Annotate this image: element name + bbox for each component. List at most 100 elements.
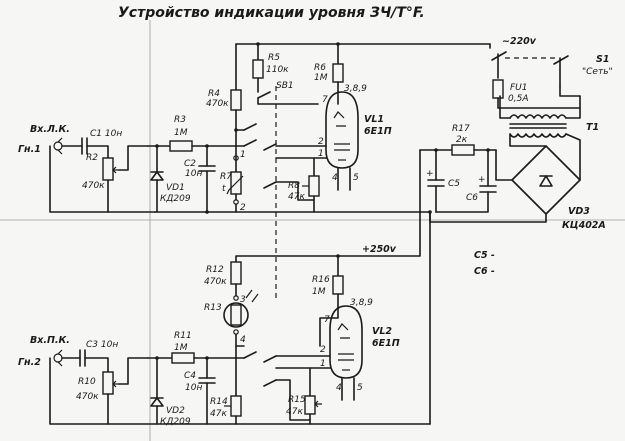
- vd2-value: КД209: [160, 417, 191, 427]
- r2-wiper-arrow: [112, 166, 119, 174]
- svg-text:5: 5: [357, 383, 363, 393]
- svg-text:1: 1: [240, 150, 246, 160]
- vd1-ref: VD1: [166, 183, 185, 193]
- svg-text:3: 3: [240, 295, 246, 305]
- c4-value: 10н: [185, 383, 202, 393]
- r14-ref: R14: [210, 397, 228, 407]
- vd1-value: КД209: [160, 194, 191, 204]
- r17-value: 2к: [456, 135, 468, 145]
- note-c6: C6 -: [474, 266, 495, 277]
- r2-ref: R2: [86, 153, 98, 163]
- note-c5: C5 -: [474, 250, 495, 261]
- svg-text:1: 1: [318, 149, 324, 159]
- tuning-indicator-tube-vl2: [329, 305, 363, 379]
- svg-text:2: 2: [320, 345, 326, 355]
- capacitor-c5: [427, 179, 445, 187]
- tuning-indicator-tube-vl1: [325, 91, 359, 169]
- svg-text:+: +: [478, 175, 486, 185]
- capacitor-c6: [479, 185, 497, 193]
- photoresistor-r13: [223, 302, 249, 328]
- right-input-label: Вх.П.К.: [30, 335, 70, 346]
- mains-label: ~220v: [502, 36, 537, 47]
- r2-value: 470к: [82, 181, 105, 191]
- socket-1-label: Гн.1: [18, 144, 41, 155]
- r11-value: 1М: [174, 343, 188, 353]
- r10-ref: R10: [78, 377, 96, 387]
- vl1-ref: VL1: [364, 114, 384, 125]
- left-input-socket: [53, 137, 63, 155]
- resistor-r12: [230, 261, 242, 285]
- r16-value: 1М: [312, 287, 326, 297]
- vl2-value: 6Е1П: [372, 338, 400, 349]
- r7-value: t: [222, 184, 226, 194]
- r3-value: 1М: [174, 128, 188, 138]
- c4-ref: C4: [184, 371, 196, 381]
- sb1-label: SB1: [276, 81, 294, 91]
- resistor-r10: [102, 371, 114, 395]
- c6-ref: C6: [466, 193, 478, 203]
- resistor-r11: [171, 352, 195, 364]
- resistor-r3: [169, 140, 193, 152]
- r16-ref: R16: [312, 275, 330, 285]
- c2-ref: C2: [184, 159, 196, 169]
- resistor-r2: [102, 157, 114, 181]
- r15-ref: R15: [288, 395, 306, 405]
- svg-text:7: 7: [322, 95, 328, 105]
- svg-text:1: 1: [320, 359, 326, 369]
- s1-value: "Сеть": [582, 67, 613, 77]
- r14-value: 47к: [210, 409, 227, 419]
- r17-ref: R17: [452, 124, 470, 134]
- c3-label: C3 10н: [86, 340, 118, 350]
- r5-value: 110к: [266, 65, 289, 75]
- fu1-value: 0,5А: [508, 94, 528, 104]
- r15-value: 47к: [286, 407, 303, 417]
- resistor-r6: [332, 63, 344, 83]
- light-arrows-icon: [245, 289, 259, 303]
- vl2-ref: VL2: [372, 326, 392, 337]
- svg-text:5: 5: [353, 173, 359, 183]
- c1-label: C1 10н: [90, 129, 122, 139]
- r8-value: 47к: [288, 192, 305, 202]
- diode-vd1: [150, 171, 164, 181]
- resistor-r17: [451, 144, 475, 156]
- vd3-value: КЦ402А: [562, 220, 606, 231]
- diagram-title: Устройство индикации уровня ЗЧ/Т°F.: [118, 5, 425, 21]
- right-input-socket: [53, 349, 63, 367]
- r12-value: 470к: [204, 277, 227, 287]
- left-input-label: Вх.Л.К.: [30, 124, 70, 135]
- resistor-r5: [252, 59, 264, 79]
- r15-wiper-arrow: [314, 400, 322, 408]
- r6-ref: R6: [314, 63, 326, 73]
- vd3-ref: VD3: [568, 206, 590, 217]
- socket-2-label: Гн.2: [18, 357, 41, 368]
- bridge-rectifier-vd3: [511, 145, 581, 215]
- fu1-ref: FU1: [510, 83, 528, 93]
- r5-ref: R5: [268, 53, 280, 63]
- svg-text:4: 4: [336, 383, 342, 393]
- vl2-heater-pins: 3,8,9: [350, 298, 373, 308]
- r12-ref: R12: [206, 265, 224, 275]
- r13-ref: R13: [204, 303, 222, 313]
- transformer-t1: [509, 114, 567, 138]
- resistor-r4: [230, 89, 242, 111]
- r3-ref: R3: [174, 115, 186, 125]
- resistor-r14: [230, 395, 242, 417]
- r10-wiper-arrow: [112, 380, 119, 388]
- r8-ref: R8: [288, 181, 300, 191]
- s1-ref: S1: [596, 54, 609, 65]
- resistor-r8: [308, 175, 320, 197]
- svg-text:2: 2: [240, 203, 246, 213]
- c2-value: 10н: [185, 169, 202, 179]
- fuse-fu1: [492, 79, 504, 99]
- r7-ref: R7: [220, 172, 232, 182]
- r4-ref: R4: [208, 89, 220, 99]
- vd2-ref: VD2: [166, 406, 185, 416]
- diode-vd2: [150, 397, 164, 407]
- svg-text:+: +: [426, 169, 434, 179]
- r11-ref: R11: [174, 331, 192, 341]
- svg-text:7: 7: [324, 315, 330, 325]
- r6-value: 1М: [314, 73, 328, 83]
- vl1-heater-pins: 3,8,9: [344, 84, 367, 94]
